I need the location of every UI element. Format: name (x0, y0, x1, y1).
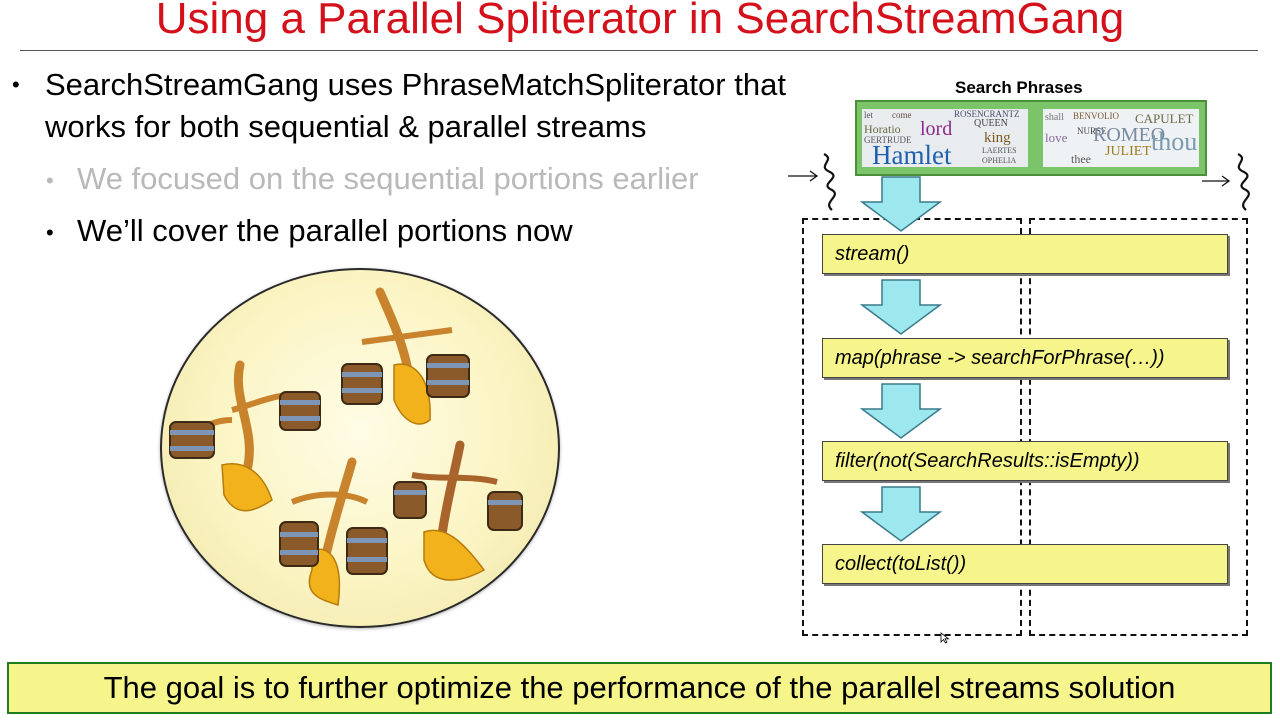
wordcloud-word: LAERTES (982, 146, 1017, 155)
wordcloud-word: JULIET (1105, 144, 1151, 159)
wordcloud-word: Horatio (864, 122, 901, 136)
title-divider (20, 50, 1258, 51)
wordcloud-word: ROSENCRANTZ (954, 109, 1020, 119)
wordcloud-word: let (864, 110, 873, 120)
bullet-sub-sequential: We focused on the sequential portions ea… (77, 161, 699, 196)
broom-with-buckets-image (160, 268, 560, 628)
cursor-icon (940, 632, 950, 644)
wordcloud-word: come (892, 110, 912, 120)
bullet-dot: • (46, 220, 54, 245)
wordcloud-word: king (984, 130, 1011, 146)
wordcloud-word: thou (1151, 127, 1198, 156)
down-arrow-icon (860, 176, 942, 232)
down-arrow-icon (860, 383, 942, 439)
wordcloud-word: shall (1045, 112, 1064, 123)
romeo-juliet-wordcloud: shall BENVOLIO CAPULET love NURSE ROMEO … (1043, 109, 1199, 167)
broom-figure (393, 440, 523, 581)
bullet-sub-parallel: We’ll cover the parallel portions now (77, 213, 573, 248)
broom-figure (341, 287, 470, 425)
wordcloud-word: GERTRUDE (864, 135, 912, 145)
wordcloud-word: CAPULET (1135, 111, 1194, 126)
wordcloud-word: QUEEN (974, 118, 1008, 129)
search-phrases-box: let come ROSENCRANTZ Horatio lord QUEEN … (855, 100, 1207, 176)
wordcloud-word: OPHELIA (982, 156, 1017, 165)
down-arrow-icon (860, 486, 942, 542)
slide-title: Using a Parallel Spliterator in SearchSt… (155, 0, 1125, 43)
bullet-dot: • (46, 168, 54, 193)
op-filter: filter(not(SearchResults::isEmpty)) (822, 441, 1228, 481)
squiggle-thread-icon (788, 153, 836, 211)
thread-lane-right (1029, 218, 1248, 636)
wordcloud-word: BENVOLIO (1073, 111, 1119, 121)
bullet-dot: • (12, 72, 20, 97)
broom-figure (279, 457, 388, 606)
wordcloud-word: Hamlet (872, 140, 952, 168)
wordcloud-word: love (1045, 130, 1068, 145)
bullet-main: SearchStreamGang uses PhraseMatchSpliter… (45, 67, 786, 144)
wordcloud-word: ROMEO (1093, 124, 1166, 146)
op-stream: stream() (822, 234, 1228, 274)
op-collect: collect(toList()) (822, 544, 1228, 584)
wordcloud-word: lord (920, 118, 953, 140)
op-map: map(phrase -> searchForPhrase(…)) (822, 338, 1228, 378)
wordcloud-word: thee (1071, 152, 1091, 166)
hamlet-wordcloud: let come ROSENCRANTZ Horatio lord QUEEN … (862, 109, 1028, 167)
broom-figure (169, 360, 321, 512)
search-phrases-label: Search Phrases (955, 78, 1083, 97)
goal-banner: The goal is to further optimize the perf… (7, 662, 1272, 714)
squiggle-thread-icon (1202, 153, 1250, 211)
wordcloud-word: NURSE (1077, 126, 1107, 136)
down-arrow-icon (860, 279, 942, 335)
